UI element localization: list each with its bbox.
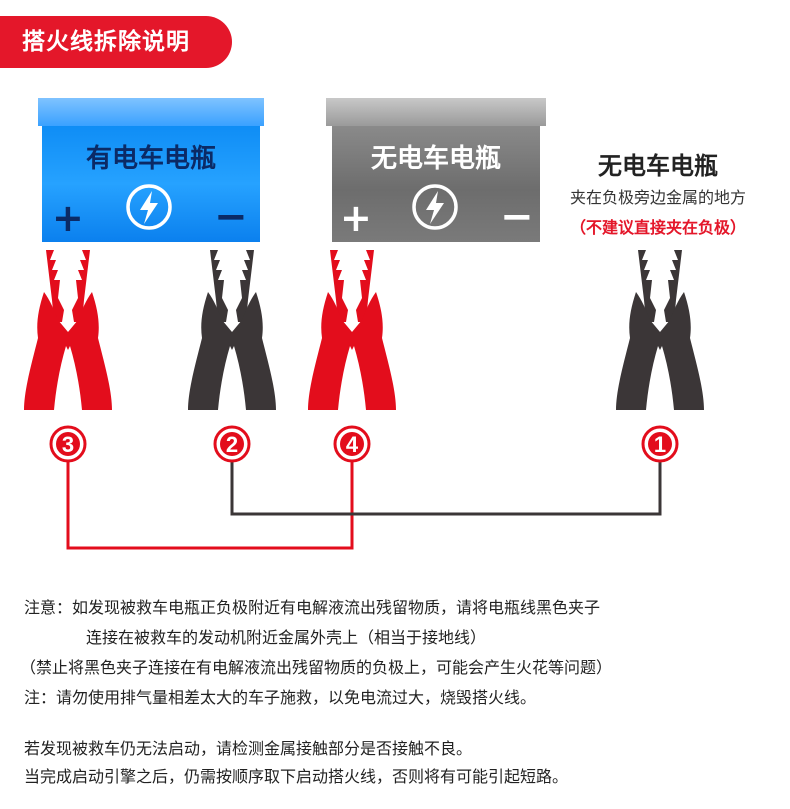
negative-terminal-label: − [500, 194, 534, 240]
negative-terminal-label: − [214, 194, 248, 240]
step-number: 1 [654, 432, 666, 457]
black-clip [616, 250, 704, 410]
step-badge: 2 [213, 425, 251, 463]
battery-cap [38, 98, 264, 126]
step-badge: 3 [49, 425, 87, 463]
red-cable [66, 462, 354, 550]
battery-body [332, 126, 540, 242]
step-number: 4 [346, 432, 359, 457]
step-number: 3 [62, 432, 74, 457]
battery-title: 无电车电瓶 [370, 144, 501, 174]
note-line: 若发现被救车仍无法启动，请检测金属接触部分是否接触不良。 [24, 739, 473, 758]
note-line: 注意：如发现被救车电瓶正负极附近有电解液流出残留物质，请将电瓶线黑色夹子 [24, 598, 601, 617]
note-line: （禁止将黑色夹子连接在有电解液流出残留物质的负极上，可能会产生火花等问题） [20, 658, 613, 677]
note-line: 当完成启动引擎之后，仍需按顺序取下启动搭火线，否则将有可能引起短路。 [24, 767, 569, 786]
step-badge: 4 [333, 425, 371, 463]
red-clip [24, 250, 112, 410]
clip-diagram: 3 2 4 1 [24, 250, 704, 550]
dead-battery: 无电车电瓶 + − [326, 98, 546, 244]
ground-instruction: 夹在负极旁边金属的地方 [569, 188, 746, 207]
bolt-icon [126, 184, 172, 230]
black-clip [188, 250, 276, 410]
battery-body [42, 126, 260, 242]
positive-terminal-label: + [52, 196, 84, 240]
step-badge: 1 [641, 425, 679, 463]
bolt-icon [412, 184, 458, 230]
step-number: 2 [226, 432, 238, 457]
note-line: 注：请勿使用排气量相差太大的车子施救，以免电流过大，烧毁搭火线。 [24, 688, 537, 707]
red-clip [308, 250, 396, 410]
positive-terminal-label: + [340, 196, 372, 240]
battery-title: 有电车电瓶 [85, 144, 216, 174]
battery-cap [326, 98, 546, 126]
charged-battery: 有电车电瓶 + − [38, 98, 264, 244]
dead-car-battery-title: 无电车电瓶 [598, 152, 718, 180]
warning-text: （不建议直接夹在负极） [569, 218, 746, 237]
black-cable [230, 462, 662, 516]
section-title: 搭火线拆除说明 [0, 16, 232, 68]
note-line: 连接在被救车的发动机附近金属外壳上（相当于接地线） [86, 628, 487, 647]
